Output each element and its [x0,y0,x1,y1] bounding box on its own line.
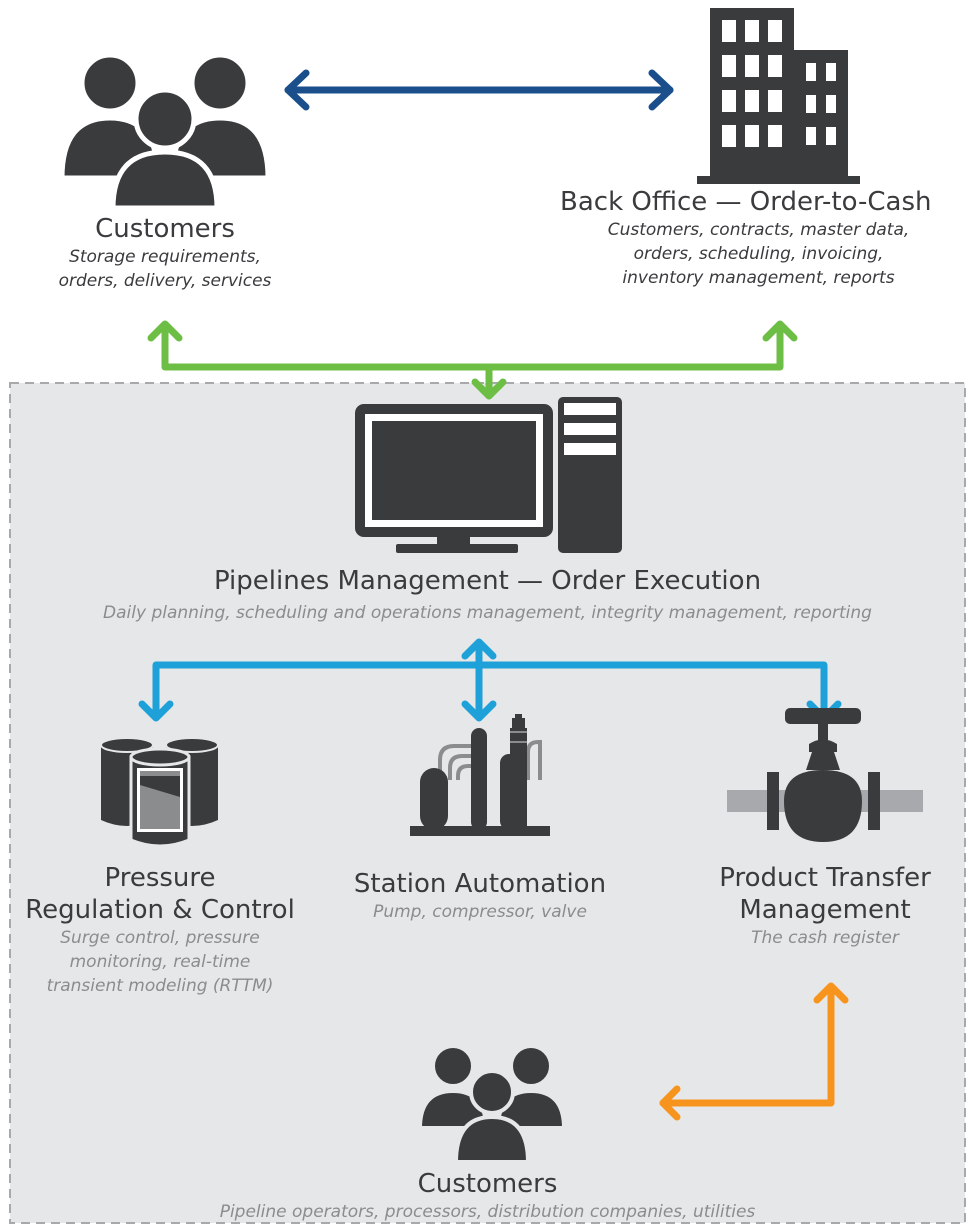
customers-bottom-title: Customers [417,1169,558,1199]
back-office-desc-line: inventory management, reports [622,268,895,288]
pressure-regulation-desc: Surge control, pressure monitoring, real… [15,926,305,998]
customers-bottom-icon [417,1044,567,1164]
valve-icon [727,708,923,842]
product-transfer-label: Product Transfer Management The cash reg… [690,862,960,950]
computer-icon [355,397,622,553]
pipelines-management-desc: Daily planning, scheduling and operation… [103,603,872,623]
pressure-regulation-label: Pressure Regulation & Control Surge cont… [15,862,305,998]
pipelines-management-title: Pipelines Management — Order Execution [213,566,762,596]
customers-top-desc-line: Storage requirements, [69,247,261,267]
customers-bottom-desc: Pipeline operators, processors, distribu… [219,1202,756,1222]
customers-top-title: Customers [95,214,235,244]
pressure-regulation-desc-line: transient modeling (RTTM) [46,976,274,996]
back-office-desc-line: Customers, contracts, master data, [607,220,910,240]
back-office-desc-line: orders, scheduling, invoicing, [633,244,884,264]
orange-connector-arrow [659,982,849,1121]
cyan-connector-arrows [138,638,842,722]
green-connector-arrows [147,320,798,400]
product-transfer-title-line: Product Transfer [719,863,931,893]
pressure-regulation-title-line: Pressure [104,863,216,893]
back-office-label: Back Office — Order-to-Cash Customers, c… [560,186,969,290]
pressure-regulation-desc-line: monitoring, real-time [69,952,251,972]
station-automation-desc: Pump, compressor, valve [373,902,587,922]
building-icon [697,8,860,184]
customers-top-label: Customers Storage requirements, orders, … [40,213,290,293]
storage-tanks-icon [100,737,219,848]
back-office-desc: Customers, contracts, master data, order… [560,218,969,290]
back-office-title: Back Office — Order-to-Cash [560,187,932,217]
customers-bottom-label: Customers Pipeline operators, processors… [20,1168,955,1224]
plant-icon [410,714,550,836]
pressure-regulation-title: Pressure Regulation & Control [15,862,305,926]
customers-top-desc: Storage requirements, orders, delivery, … [40,245,290,293]
station-automation-label: Station Automation Pump, compressor, val… [330,868,630,924]
product-transfer-desc: The cash register [751,928,899,948]
pressure-regulation-desc-line: Surge control, pressure [60,928,260,948]
product-transfer-title-line: Management [739,895,911,925]
blue-double-arrow [284,69,674,111]
customers-top-icon [59,52,271,211]
product-transfer-title: Product Transfer Management [690,862,960,926]
pressure-regulation-title-line: Regulation & Control [25,895,295,925]
customers-top-desc-line: orders, delivery, services [58,271,272,291]
station-automation-title: Station Automation [353,869,607,899]
pipelines-management-label: Pipelines Management — Order Execution D… [20,565,955,625]
